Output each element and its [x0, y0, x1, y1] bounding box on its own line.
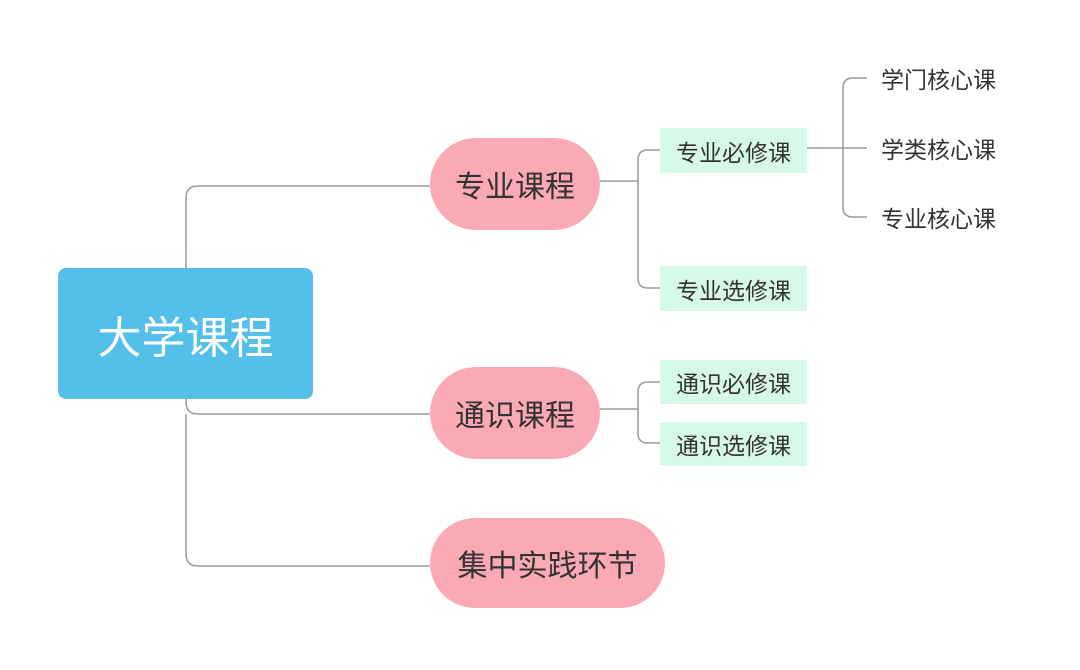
connector-major-required	[637, 149, 660, 181]
connector-major-elective	[637, 181, 660, 289]
branch-practice: 集中实践环节	[430, 518, 665, 608]
leaf-discipline-core: 学门核心课	[881, 68, 996, 94]
branch-major-courses: 专业课程	[430, 138, 600, 230]
connector-root-major	[185, 185, 430, 268]
connector-root-practice	[185, 414, 430, 567]
node-general-elective: 通识选修课	[660, 422, 807, 466]
connector-general-elective	[637, 409, 660, 444]
branch-general-courses: 通识课程	[430, 367, 600, 459]
node-general-required: 通识必修课	[660, 360, 807, 404]
root-node: 大学课程	[58, 268, 313, 399]
connector-general-required	[637, 381, 660, 409]
connector-leaf-3	[842, 148, 867, 218]
node-major-elective: 专业选修课	[660, 266, 807, 311]
leaf-major-core: 专业核心课	[881, 207, 996, 233]
connector-leaf-1	[842, 77, 867, 148]
leaf-category-core: 学类核心课	[881, 138, 996, 164]
connector-root-general	[185, 399, 430, 415]
node-major-required: 专业必修课	[660, 128, 807, 173]
